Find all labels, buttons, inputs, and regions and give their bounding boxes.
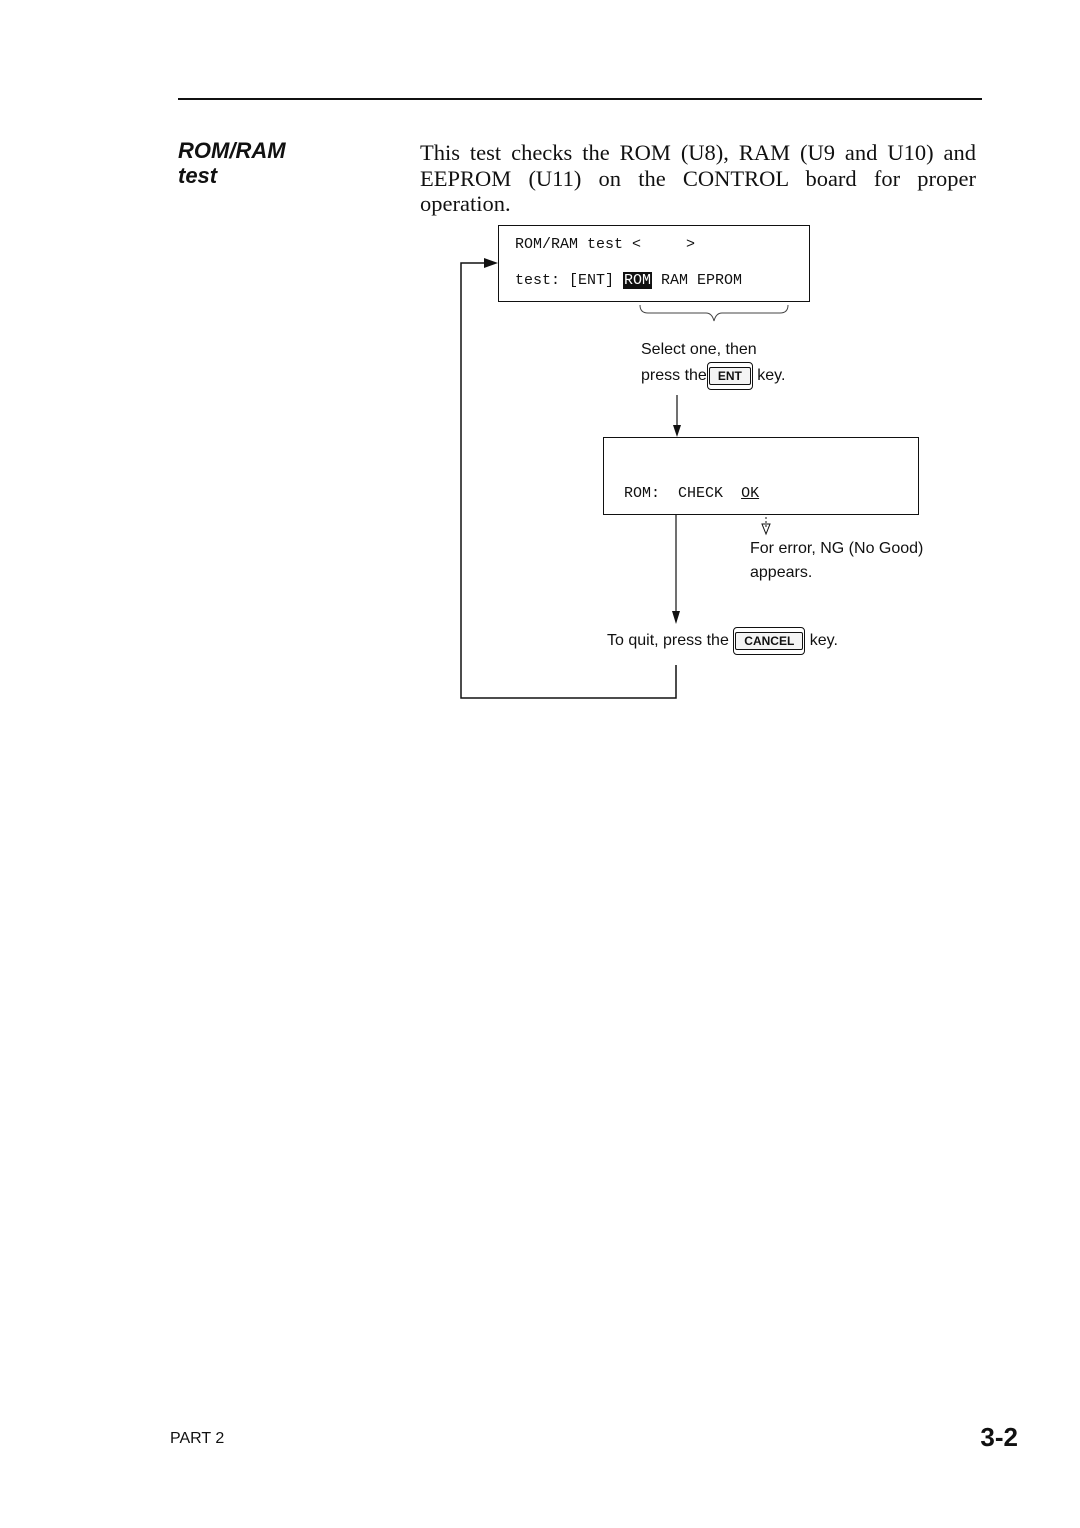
- quit-suffix: key.: [809, 632, 838, 650]
- arrowhead-display2: [673, 425, 681, 437]
- result-label: ROM:: [624, 485, 661, 502]
- lcd-display-menu: ROM/RAM test < > test: [ENT] ROM RAM EPR…: [498, 225, 810, 302]
- cancel-key-icon: CANCEL: [733, 627, 806, 655]
- lcd-prefix: test: [ENT]: [515, 272, 624, 289]
- error-note: For error, NG (No Good) appears.: [750, 537, 923, 585]
- lcd-menu-line2: test: [ENT] ROM RAM EPROM: [515, 272, 742, 289]
- quit-note: To quit, press the CANCEL key.: [607, 627, 838, 655]
- lcd-menu-line1: ROM/RAM test < >: [515, 236, 696, 253]
- lcd-display-result: ROM: CHECK OK: [603, 437, 919, 515]
- arrowhead-error: [761, 523, 771, 536]
- select-instruction-line1: Select one, then: [641, 341, 757, 358]
- instruction-suffix: key.: [757, 367, 786, 385]
- error-note-line2: appears.: [750, 564, 813, 581]
- section-description: This test checks the ROM (U8), RAM (U9 a…: [420, 140, 976, 216]
- arrowhead-quit: [672, 611, 680, 624]
- section-title-line2: test: [178, 163, 218, 188]
- result-value: OK: [741, 485, 760, 502]
- lcd-result-line: ROM: CHECK OK: [624, 485, 759, 502]
- instruction-prefix: press the: [641, 367, 707, 385]
- header-rule: [178, 98, 982, 100]
- section-title-line1: ROM/RAM: [178, 138, 286, 163]
- quit-prefix: To quit, press the: [607, 632, 729, 650]
- section-title: ROM/RAM test: [178, 138, 286, 188]
- loop-back-line: [460, 262, 677, 699]
- loop-arrowhead: [484, 258, 498, 268]
- lcd-other-options: RAM EPROM: [652, 272, 743, 289]
- ent-key-label: ENT: [708, 367, 751, 385]
- ent-key-icon: ENT: [706, 362, 753, 390]
- error-note-line1: For error, NG (No Good): [750, 540, 924, 557]
- cancel-key-label: CANCEL: [735, 632, 804, 650]
- page-number: 3-2: [980, 1422, 1018, 1452]
- result-status: CHECK: [678, 485, 724, 502]
- footer-part: PART 2: [170, 1430, 225, 1447]
- selection-brace: [639, 304, 789, 322]
- selected-option-rom: ROM: [623, 272, 653, 289]
